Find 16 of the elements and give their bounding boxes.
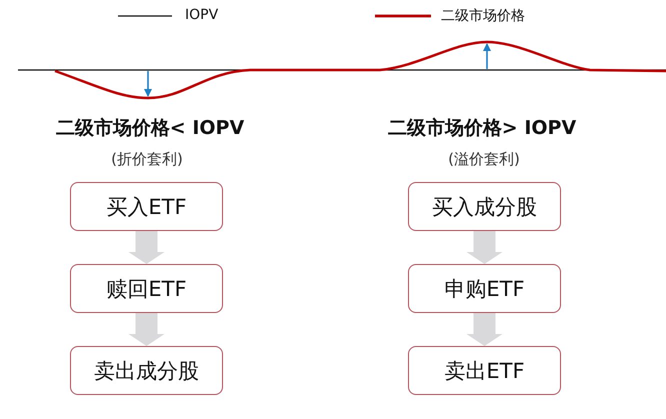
block-arrow: [128, 231, 164, 264]
step-box: 卖出ETF: [408, 346, 561, 395]
case-subtitle: (溢价套利): [448, 150, 520, 169]
case-heading: 二级市场价格< IOPV: [56, 116, 244, 141]
block-arrow: [128, 313, 164, 346]
case-heading: 二级市场价格> IOPV: [388, 116, 576, 141]
step-box: 申购ETF: [408, 264, 561, 313]
legend-label: 二级市场价格: [441, 7, 525, 25]
step-box: 买入ETF: [70, 182, 223, 231]
block-arrow: [466, 313, 502, 346]
legend-label: IOPV: [185, 7, 218, 23]
block-arrow: [466, 231, 502, 264]
step-box: 买入成分股: [408, 182, 561, 231]
step-box: 赎回ETF: [70, 264, 223, 313]
step-box: 卖出成分股: [70, 346, 223, 395]
case-subtitle: (折价套利): [111, 150, 183, 169]
